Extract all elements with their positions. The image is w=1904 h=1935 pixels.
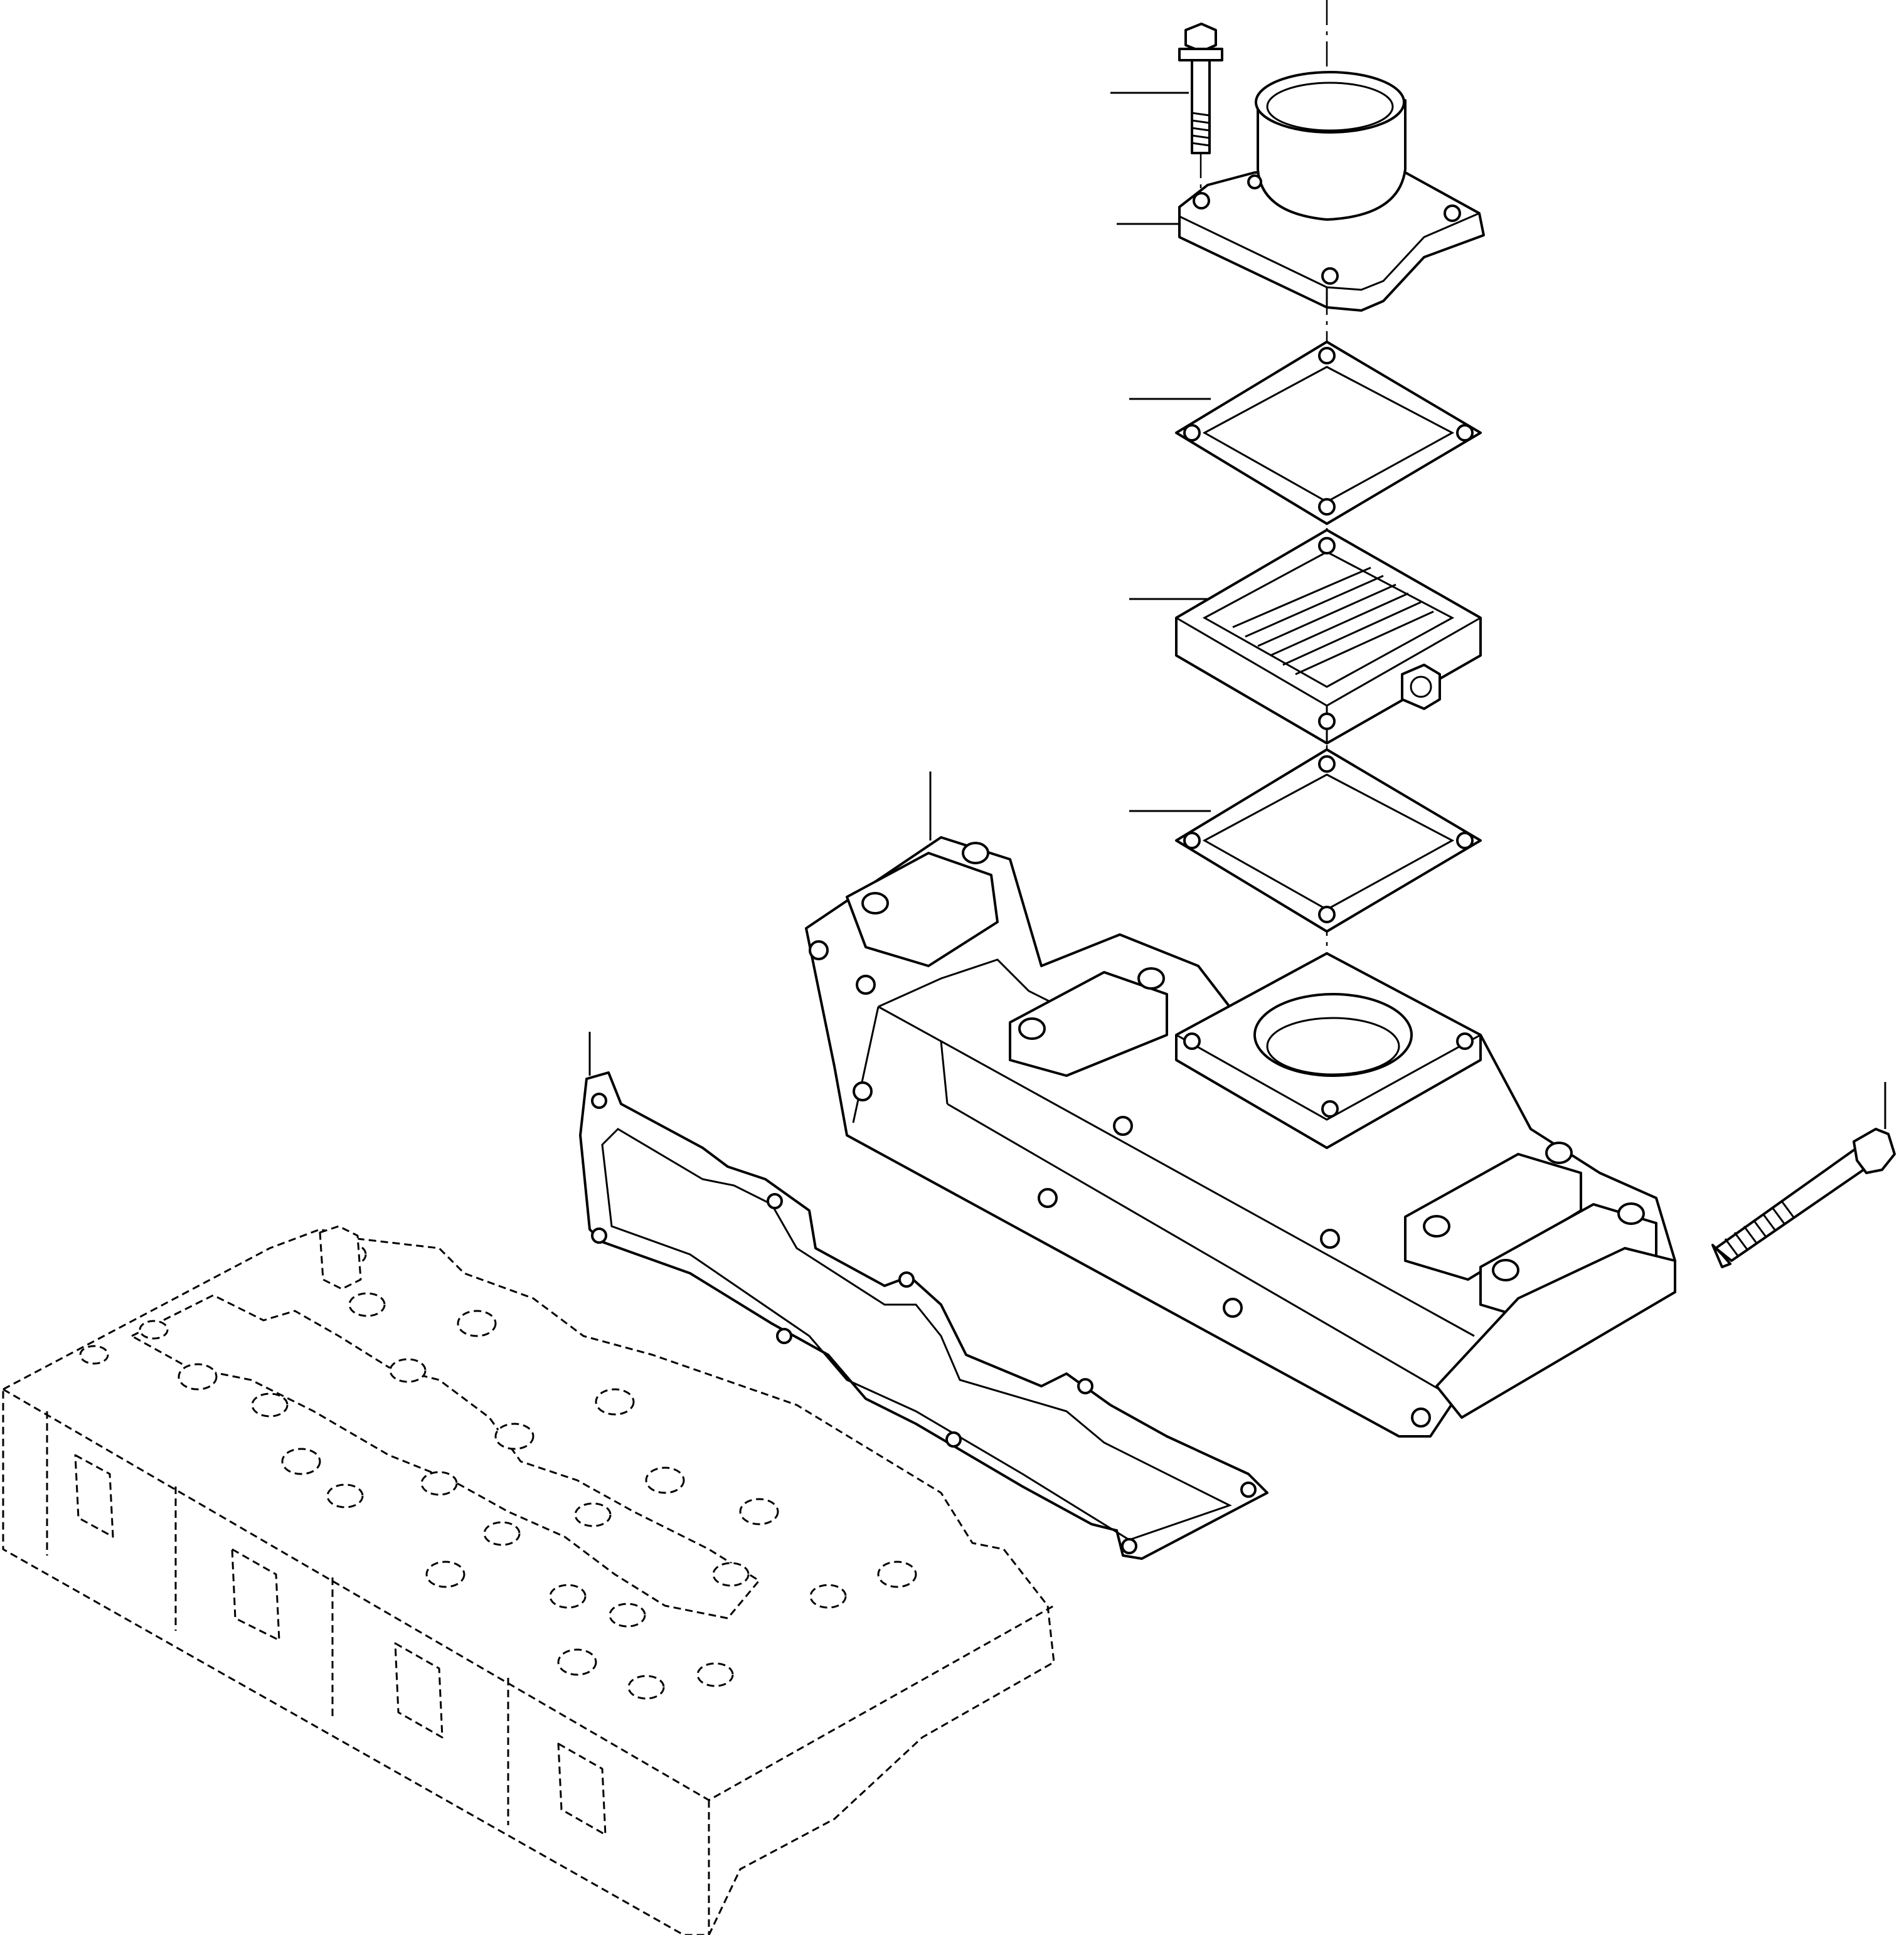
manifold-gasket <box>579 1071 1268 1560</box>
grid-heater <box>1175 529 1482 745</box>
flange-bolt-short <box>1178 23 1223 201</box>
leader-lines <box>588 92 1886 1129</box>
upper-gasket <box>1175 341 1482 525</box>
inlet-elbow <box>1178 71 1485 312</box>
manifold-bolt-long <box>1711 1128 1896 1268</box>
lower-gasket <box>1175 748 1482 933</box>
cylinder-head <box>2 1225 1055 1935</box>
intake-manifold <box>805 836 1676 1438</box>
